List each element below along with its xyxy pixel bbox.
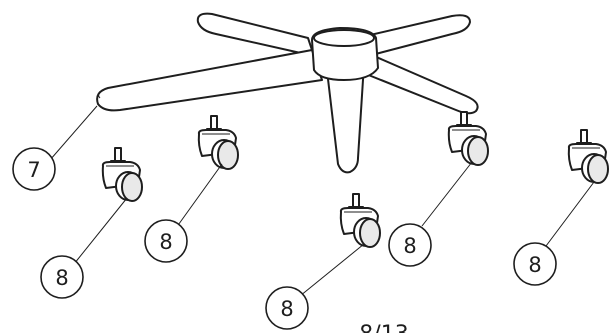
callout-8: 8	[265, 286, 309, 330]
svg-text:8: 8	[55, 266, 68, 290]
leader-line	[49, 105, 98, 161]
leader-line	[421, 161, 473, 227]
callout-8: 8	[40, 255, 84, 299]
svg-text:8: 8	[280, 297, 293, 321]
svg-text:8: 8	[159, 230, 172, 254]
caster-wheel-icon	[567, 129, 609, 184]
page-number: 8/13	[359, 322, 408, 333]
leader-line	[73, 197, 128, 265]
callout-8: 8	[388, 223, 432, 267]
chair-base-icon	[96, 12, 479, 174]
caster-wheel-icon	[197, 115, 239, 170]
callout-8: 8	[513, 242, 557, 286]
callout-7: 7	[12, 147, 56, 191]
leader-line	[175, 163, 223, 229]
svg-text:8: 8	[403, 234, 416, 258]
svg-text:7: 7	[27, 158, 40, 182]
caster-wheel-icon	[101, 147, 143, 202]
leader-line	[299, 243, 365, 297]
callout-8: 8	[144, 219, 188, 263]
caster-wheel-icon	[339, 193, 381, 248]
caster-wheel-icon	[447, 111, 489, 166]
svg-text:8: 8	[528, 253, 541, 277]
leader-line	[545, 181, 595, 247]
